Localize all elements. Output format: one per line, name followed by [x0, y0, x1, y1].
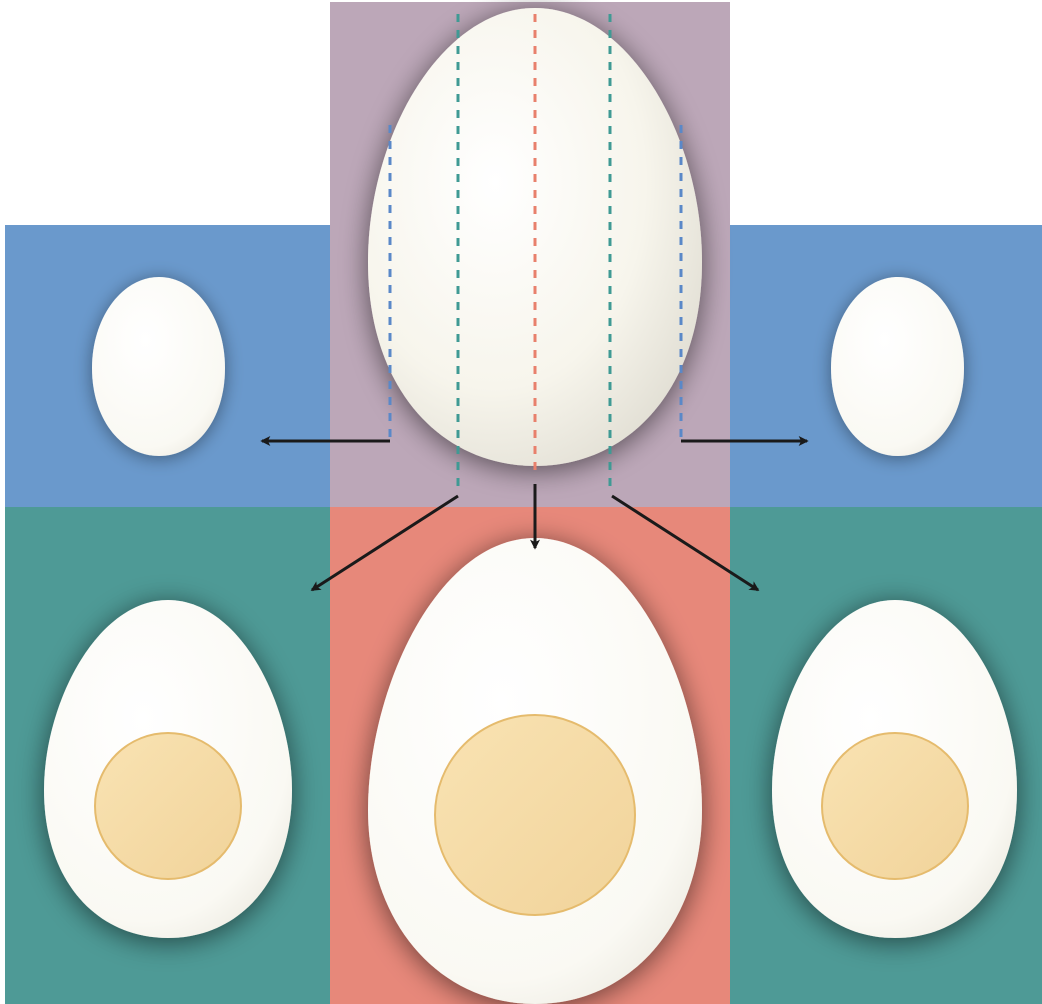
yolk-icon [434, 714, 636, 916]
yolk-icon [94, 732, 242, 880]
arrows [260, 436, 809, 592]
arrow-to-mid-slice-left [310, 494, 459, 592]
mid-slice-left-icon [44, 600, 292, 938]
mid-slice-right-icon [772, 600, 1017, 938]
arrow-to-mid-slice-right [611, 494, 760, 592]
center-slice-icon [368, 538, 702, 1004]
whole-egg-icon [368, 8, 702, 466]
yolk-icon [821, 732, 969, 880]
outer-slice-right-icon [831, 277, 964, 456]
outer-slice-left-icon [92, 277, 225, 456]
